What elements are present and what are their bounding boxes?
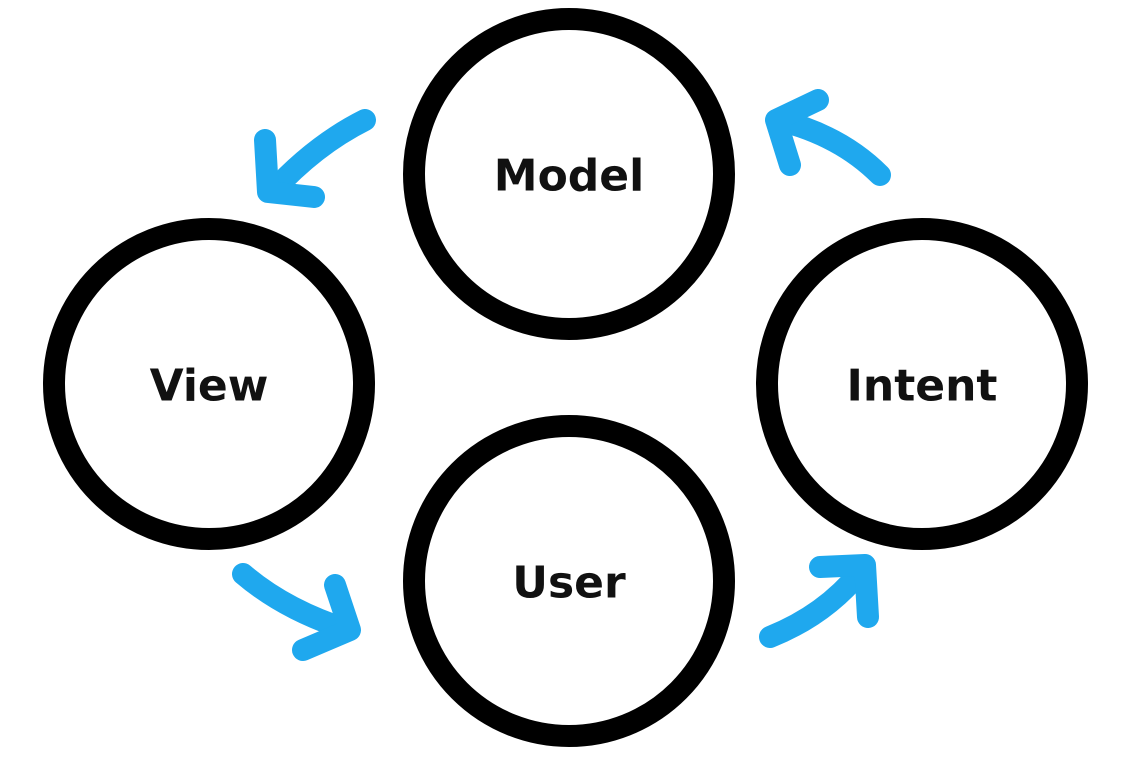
intent-circle	[756, 218, 1088, 550]
arrow-model-to-view-head	[254, 129, 325, 208]
view-label: View	[150, 361, 269, 412]
arrow-model-to-view-shaft	[261, 109, 376, 203]
arrow-user-to-intent-head	[809, 554, 879, 628]
model-circle	[403, 8, 735, 340]
arrow-user-to-intent-shaft	[759, 561, 871, 648]
node-model: Model	[403, 8, 735, 340]
node-view: View	[43, 218, 375, 550]
model-label: Model	[494, 151, 644, 202]
arrow-intent-to-model	[765, 89, 891, 186]
arrow-model-to-view	[254, 109, 376, 208]
arrow-intent-to-model-head	[765, 89, 829, 176]
arrow-view-to-user-head	[292, 574, 361, 661]
node-intent: Intent	[756, 218, 1088, 550]
user-label: User	[512, 558, 626, 609]
intent-label: Intent	[847, 361, 998, 412]
view-circle	[43, 218, 375, 550]
arrow-user-to-intent	[759, 554, 879, 648]
node-user: User	[403, 415, 735, 747]
arrow-view-to-user	[232, 563, 361, 661]
user-circle	[403, 415, 735, 747]
